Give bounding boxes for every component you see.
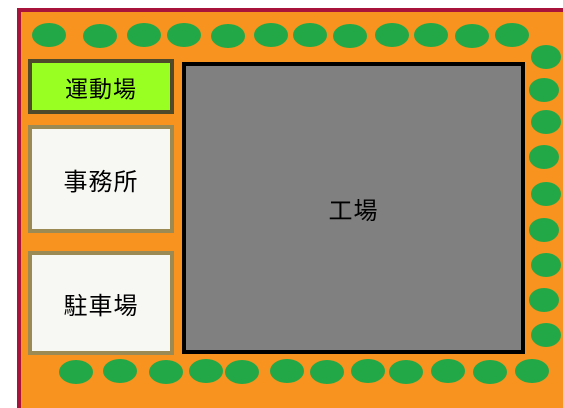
tree-icon [495, 23, 529, 47]
factory-block: 工場 [182, 62, 525, 354]
tree-icon [83, 24, 117, 48]
tree-icon [414, 23, 448, 47]
tree-icon [149, 360, 183, 384]
parking-label: 駐車場 [63, 291, 139, 320]
tree-icon [127, 23, 161, 47]
tree-icon [473, 360, 507, 384]
tree-icon [375, 23, 409, 47]
office-block: 事務所 [28, 125, 174, 233]
tree-icon [167, 23, 201, 47]
tree-icon [531, 323, 561, 347]
tree-icon [431, 359, 465, 383]
parking-block: 駐車場 [28, 251, 174, 355]
tree-icon [515, 359, 549, 383]
tree-icon [531, 110, 561, 134]
tree-icon [310, 360, 344, 384]
tree-icon [529, 78, 559, 102]
tree-icon [189, 359, 223, 383]
tree-icon [389, 360, 423, 384]
factory-label: 工場 [328, 196, 379, 225]
tree-icon [333, 24, 367, 48]
tree-icon [225, 360, 259, 384]
tree-icon [529, 145, 559, 169]
tree-icon [293, 23, 327, 47]
tree-icon [32, 23, 66, 47]
playground-block: 運動場 [28, 59, 174, 114]
playground-label: 運動場 [65, 76, 137, 103]
tree-icon [270, 359, 304, 383]
tree-icon [254, 23, 288, 47]
tree-icon [531, 45, 561, 69]
tree-icon [455, 24, 489, 48]
tree-icon [211, 24, 245, 48]
tree-icon [351, 359, 385, 383]
tree-icon [529, 218, 559, 242]
office-label: 事務所 [63, 167, 139, 196]
tree-icon [103, 359, 137, 383]
tree-icon [531, 182, 561, 206]
tree-icon [529, 288, 559, 312]
tree-icon [59, 360, 93, 384]
tree-icon [531, 253, 561, 277]
